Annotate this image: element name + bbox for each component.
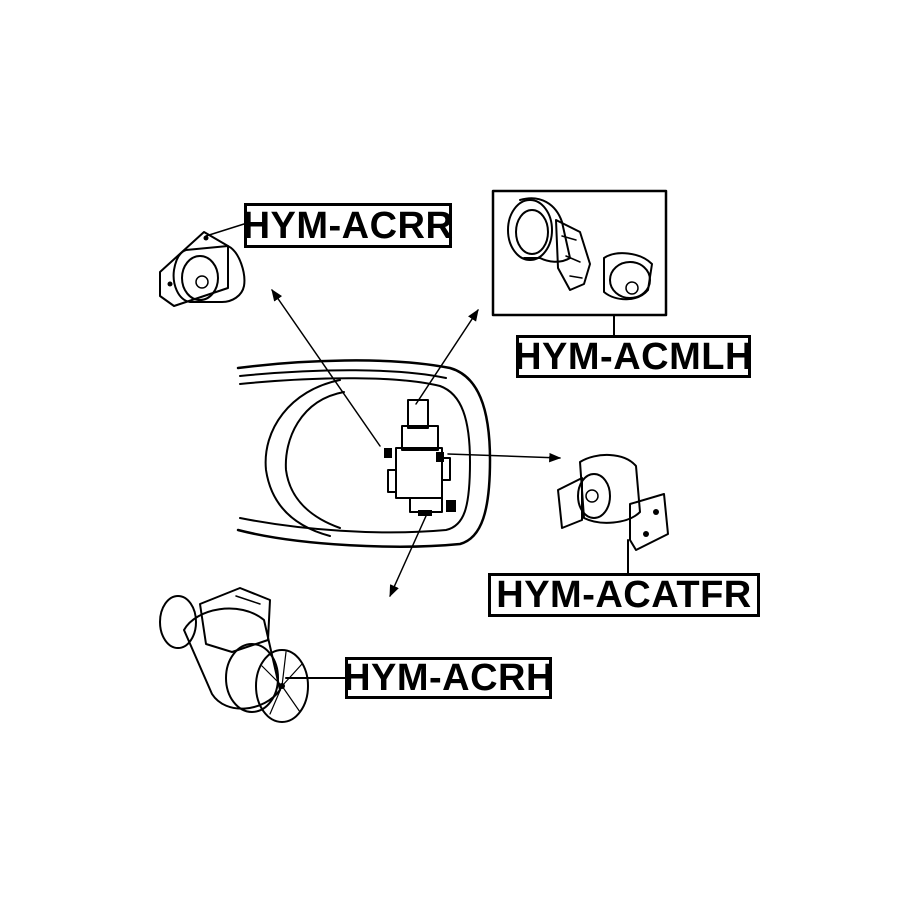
leader-arrows (271, 289, 562, 598)
part-acmlh-drawing (491, 189, 668, 337)
part-acrr-drawing (159, 223, 246, 307)
label-hym-acmlh: HYM-ACMLH (514, 335, 753, 378)
label-hym-acrr: HYM-ACRR (242, 203, 454, 248)
part-acrh-drawing (159, 587, 346, 723)
engine-block (384, 399, 456, 516)
car-body-outline (236, 359, 492, 548)
part-acatfr-drawing (557, 453, 669, 576)
label-hym-acatfr: HYM-ACATFR (488, 573, 760, 617)
label-hym-acrh: HYM-ACRH (343, 657, 554, 699)
